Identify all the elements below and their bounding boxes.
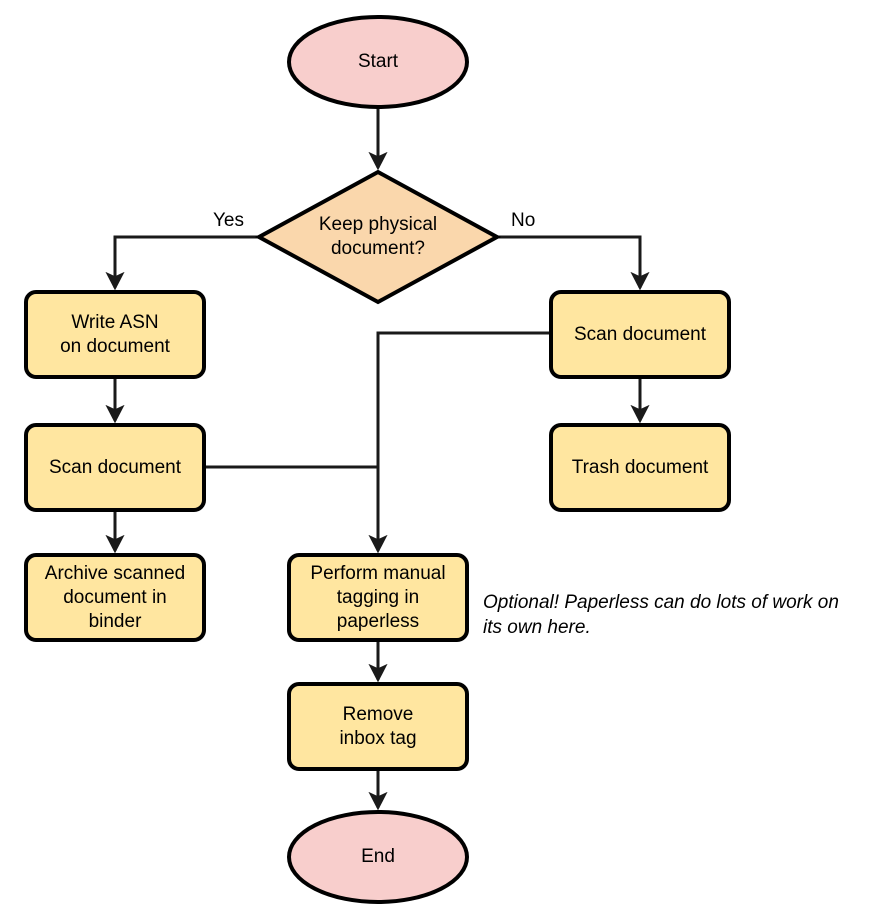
node-scan-left[interactable] [24, 423, 206, 512]
edges-layer [105, 107, 650, 811]
node-decision[interactable] [254, 169, 502, 305]
optional-note: Optional! Paperless can do lots of work … [483, 592, 839, 638]
edge-scan-right-to-manual-tagging [368, 331, 551, 554]
nodes-layer [24, 15, 731, 904]
node-end[interactable] [287, 810, 469, 904]
label-yes: Yes [210, 210, 247, 232]
node-write-asn[interactable] [24, 290, 206, 379]
label-no: No [508, 210, 539, 232]
node-manual-tagging[interactable] [287, 553, 469, 642]
node-remove-inbox[interactable] [287, 682, 469, 771]
node-trash[interactable] [549, 423, 731, 512]
edge-decision-to-scan-right [497, 235, 650, 291]
node-start[interactable] [287, 15, 469, 109]
node-archive[interactable] [24, 553, 206, 642]
node-scan-right[interactable] [549, 290, 731, 379]
edge-decision-to-write-asn [105, 235, 259, 291]
